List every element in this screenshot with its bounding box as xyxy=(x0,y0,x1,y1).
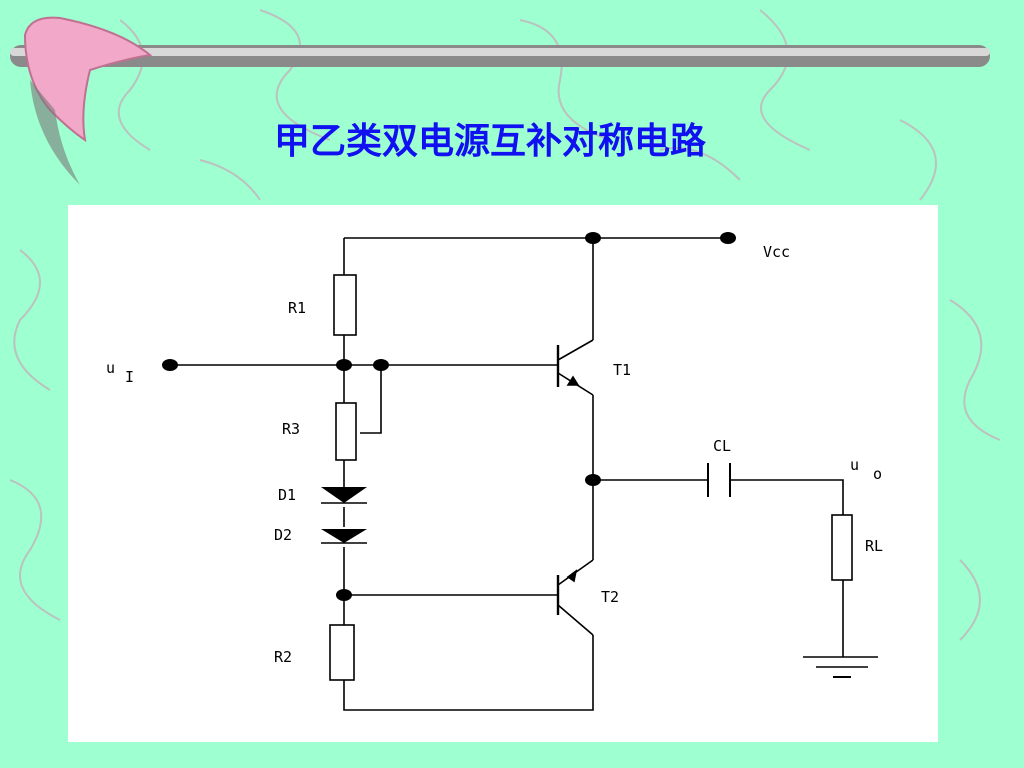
t1-label: T1 xyxy=(613,361,631,379)
d2-label: D2 xyxy=(274,526,292,544)
ground-symbol xyxy=(803,656,878,678)
circuit-diagram: Vcc R1 u I T1 R3 CL u o D1 D2 RL T2 R2 xyxy=(106,232,883,711)
input-subscript: I xyxy=(125,368,134,386)
bottom-rail xyxy=(343,635,594,711)
d2-diode xyxy=(321,529,367,544)
r3-label: R3 xyxy=(282,420,300,438)
cl-capacitor xyxy=(707,463,731,497)
r2-label: R2 xyxy=(274,648,292,666)
junctions xyxy=(162,232,736,601)
bg-swirl xyxy=(117,19,151,151)
junction-dot xyxy=(373,359,389,371)
page-title: 甲乙类双电源互补对称电路 xyxy=(273,121,706,162)
r2-resistor xyxy=(329,624,355,681)
bg-swirl xyxy=(259,9,331,141)
bg-swirl xyxy=(759,9,811,151)
r1-label: R1 xyxy=(288,299,306,317)
cl-label: CL xyxy=(713,437,731,455)
bg-swirl xyxy=(959,559,981,641)
bg-swirl xyxy=(199,159,261,201)
output-wire-right xyxy=(730,479,844,515)
vcc-terminal xyxy=(720,232,736,244)
vcc-label: Vcc xyxy=(763,243,790,261)
d1-label: D1 xyxy=(278,486,296,504)
junction-dot xyxy=(585,232,601,244)
t2-transistor xyxy=(556,559,594,636)
bg-swirl xyxy=(9,479,61,621)
junction-dot xyxy=(336,589,352,601)
rl-resistor xyxy=(831,514,853,581)
r1-resistor xyxy=(333,274,357,336)
bg-swirl xyxy=(519,19,611,141)
output-label: u xyxy=(850,456,859,474)
d1-diode xyxy=(321,487,367,504)
input-label: u xyxy=(106,359,115,377)
boomerang-shadow xyxy=(30,80,80,185)
t1-transistor xyxy=(556,339,594,396)
bg-swirl xyxy=(13,249,51,391)
r3-wiper-wire xyxy=(360,365,382,434)
rl-label: RL xyxy=(865,537,883,555)
junction-dot xyxy=(336,359,352,371)
bg-swirl xyxy=(659,147,741,181)
t2-label: T2 xyxy=(601,588,619,606)
input-terminal xyxy=(162,359,178,371)
bg-swirl xyxy=(899,119,937,201)
r3-resistor xyxy=(335,402,357,461)
bg-swirl xyxy=(949,299,1001,441)
top-bar-highlight xyxy=(10,48,990,56)
junction-dot xyxy=(585,474,601,486)
circuit-panel: Vcc R1 u I T1 R3 CL u o D1 D2 RL T2 R2 xyxy=(68,205,938,742)
wires xyxy=(170,237,844,711)
output-subscript: o xyxy=(873,465,882,483)
